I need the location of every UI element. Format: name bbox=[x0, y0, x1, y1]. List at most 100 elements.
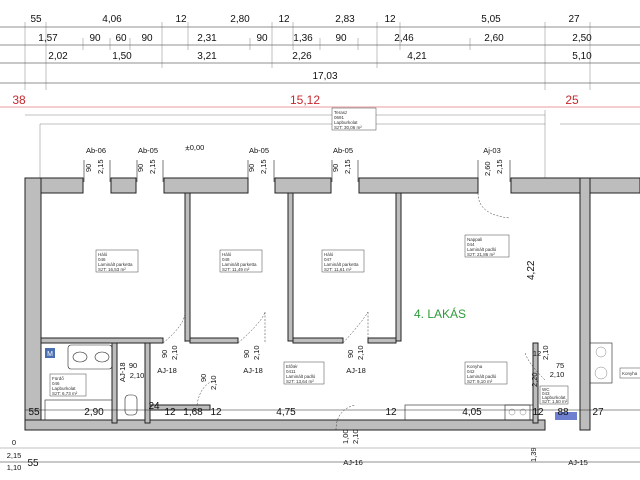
svg-text:SzT: 9,10 m²: SzT: 9,10 m² bbox=[467, 379, 493, 384]
room-tag-wc: WC 043 Lapburkolat SzT: 1,50 m² bbox=[539, 385, 569, 405]
apartment-label: 4. LAKÁS bbox=[414, 306, 466, 321]
win-dim-0: 90 bbox=[84, 164, 93, 172]
bottom-extra-2: 1,39 bbox=[529, 447, 538, 462]
dim-row1-7: 5,05 bbox=[481, 14, 501, 25]
dim-row1-5: 2,83 bbox=[335, 14, 355, 25]
bottom-dim-3: 12 bbox=[164, 407, 176, 418]
svg-text:WC: WC bbox=[542, 387, 550, 392]
door-code-0: AJ-18 bbox=[118, 362, 127, 382]
bottom-dim-10: 88 bbox=[557, 407, 569, 418]
level-mark: ±0,00 bbox=[186, 143, 205, 152]
bottom-extra-1: 2,10 bbox=[351, 429, 360, 444]
window-code-1: Ab-05 bbox=[138, 146, 158, 155]
svg-text:SzT: 13,64 m²: SzT: 13,64 m² bbox=[286, 379, 314, 384]
dim-row1-6: 12 bbox=[384, 14, 396, 25]
dim-row2-3: 90 bbox=[141, 33, 153, 44]
dim-row2-10: 2,50 bbox=[572, 33, 592, 44]
win-dim-9: 2,15 bbox=[495, 159, 504, 174]
door-dim-12: 75 bbox=[556, 361, 564, 370]
svg-text:046: 046 bbox=[52, 381, 60, 386]
window-code-3: Ab-05 bbox=[333, 146, 353, 155]
dim-row1-1: 4,06 bbox=[102, 14, 122, 25]
door-dim-5: 2,10 bbox=[252, 345, 261, 360]
svg-text:SzT: 6,73 m²: SzT: 6,73 m² bbox=[52, 391, 78, 396]
dim-row2-9: 2,60 bbox=[484, 33, 504, 44]
door-dim-2: 90 bbox=[160, 350, 169, 358]
svg-text:SzT: 1,50 m²: SzT: 1,50 m² bbox=[542, 399, 568, 404]
door-dim-7: 2,10 bbox=[356, 345, 365, 360]
bottom-dim-0: 55 bbox=[28, 407, 40, 418]
bottom-dim-1: 2,90 bbox=[84, 407, 104, 418]
door-code-1: AJ-18 bbox=[157, 366, 177, 375]
room-tag-eloter: Előtér 0411 Laminált padló SzT: 13,64 m² bbox=[283, 361, 325, 385]
dim-row2-8: 2,46 bbox=[394, 33, 414, 44]
m-icon: M bbox=[47, 351, 53, 358]
svg-text:046: 046 bbox=[98, 257, 106, 262]
door-dim-8: 90 bbox=[199, 374, 208, 382]
window-code-0: Ab-06 bbox=[86, 146, 106, 155]
bottom-dim-8: 4,05 bbox=[462, 407, 482, 418]
left-edge-0: 0 bbox=[12, 438, 16, 447]
svg-text:Előtér: Előtér bbox=[286, 364, 298, 369]
room-tag-konyha-right: Konyha bbox=[619, 367, 640, 379]
room-tag-halo-1: Háló 046 Laminált parketta SzT: 16,53 m² bbox=[95, 249, 139, 273]
kitchen-fixtures bbox=[404, 342, 613, 421]
dim-row1-0: 55 bbox=[30, 14, 42, 25]
dim-row3-5: 5,10 bbox=[572, 51, 592, 62]
win-dim-8: 2,60 bbox=[483, 161, 492, 176]
terrace-tag: Terasz 0691 Lapburkolat SzT: 30,06 m² bbox=[331, 107, 377, 131]
bottom-extra-0: 1,00 bbox=[341, 429, 350, 444]
door-dim-4: 90 bbox=[242, 350, 251, 358]
dim-row1-4: 12 bbox=[278, 14, 290, 25]
svg-text:Konyha: Konyha bbox=[467, 364, 483, 369]
svg-text:Háló: Háló bbox=[98, 252, 108, 257]
dim-row2-6: 1,36 bbox=[293, 33, 313, 44]
svg-text:SzT: 30,06 m²: SzT: 30,06 m² bbox=[334, 125, 362, 130]
bottom-dim-6: 4,75 bbox=[276, 407, 296, 418]
dim-red-right: 25 bbox=[565, 93, 579, 107]
dim-red-main: 15,12 bbox=[290, 93, 320, 107]
bottom-dim-11: 27 bbox=[592, 407, 604, 418]
dim-row2-2: 60 bbox=[115, 33, 127, 44]
room-tag-nappali: Nappali 044 Laminált padló SzT: 21,86 m² bbox=[464, 234, 510, 258]
bottom-dim-4: 1,68 bbox=[183, 407, 203, 418]
bottom-extra-3: 55 bbox=[27, 458, 39, 469]
svg-text:SzT: 11,49 m²: SzT: 11,49 m² bbox=[222, 267, 250, 272]
dim-row3-3: 2,26 bbox=[292, 51, 312, 62]
dim-overall: 17,03 bbox=[312, 71, 337, 82]
win-dim-4: 90 bbox=[247, 164, 256, 172]
door-code-3: AJ-18 bbox=[346, 366, 366, 375]
window-code-4: Aj-03 bbox=[483, 146, 501, 155]
door-dim-14: 2,20 bbox=[530, 372, 539, 387]
door-code-2: AJ-18 bbox=[243, 366, 263, 375]
svg-text:Fürdő: Fürdő bbox=[52, 376, 64, 381]
svg-text:Konyha: Konyha bbox=[622, 371, 638, 376]
door-dim-3: 2,10 bbox=[170, 345, 179, 360]
door-dim-6: 90 bbox=[346, 350, 355, 358]
svg-text:043: 043 bbox=[542, 391, 550, 396]
door-dim-9: 2,10 bbox=[209, 375, 218, 390]
room-tag-halo-2: Háló 048 Laminált parketta SzT: 11,49 m² bbox=[219, 249, 263, 273]
bottom-dim-2: 24 bbox=[148, 401, 160, 412]
left-edge-1: 2,15 bbox=[7, 451, 22, 460]
svg-text:Terasz: Terasz bbox=[334, 110, 348, 115]
svg-text:Laminált parketta: Laminált parketta bbox=[324, 262, 359, 267]
win-dim-5: 2,15 bbox=[259, 159, 268, 174]
svg-text:Háló: Háló bbox=[222, 252, 232, 257]
dim-row1-8: 27 bbox=[568, 14, 580, 25]
door-dim-1: 2,10 bbox=[130, 371, 145, 380]
dim-row1-3: 2,80 bbox=[230, 14, 250, 25]
win-dim-1: 2,15 bbox=[96, 159, 105, 174]
svg-text:Háló: Háló bbox=[324, 252, 334, 257]
dim-row3-4: 4,21 bbox=[407, 51, 427, 62]
svg-text:SzT: 16,53 m²: SzT: 16,53 m² bbox=[98, 267, 126, 272]
svg-text:Laminált padló: Laminált padló bbox=[467, 374, 497, 379]
bottom-dim-7: 12 bbox=[385, 407, 397, 418]
dim-red-left: 38 bbox=[12, 93, 26, 107]
svg-text:SzT: 21,86 m²: SzT: 21,86 m² bbox=[467, 252, 495, 257]
room-tag-konyha: Konyha 042 Laminált padló SzT: 9,10 m² bbox=[464, 361, 508, 385]
dim-row1-2: 12 bbox=[175, 14, 187, 25]
dim-row2-5: 90 bbox=[256, 33, 268, 44]
door-swings bbox=[162, 192, 546, 431]
